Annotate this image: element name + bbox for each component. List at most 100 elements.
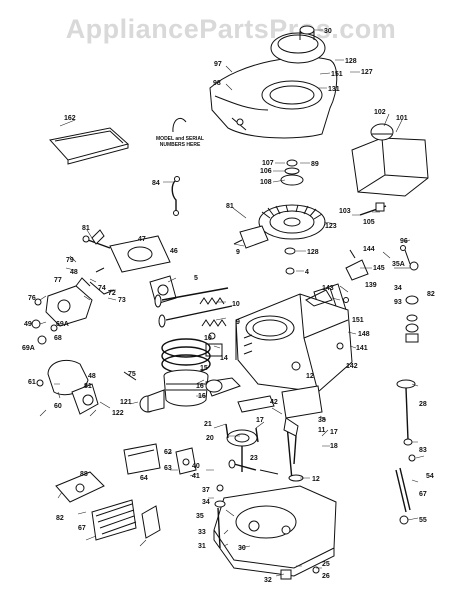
part-label: 10 [232,301,240,308]
part-label: 96 [400,238,408,245]
part-label: 69A [56,321,69,328]
air-filter-pad [49,127,130,165]
part-label: 84 [152,180,160,187]
cylinder-head-cover [305,289,333,307]
serial-note-line-2: NUMBERS HERE [160,142,201,148]
flywheel-nut-stack [280,159,304,186]
part-label: 49 [24,321,32,328]
breather-tube [205,343,223,357]
part-label: 79 [66,257,74,264]
part-label: 93 [394,299,402,306]
part-label: 105 [363,219,375,226]
dipstick-tube [395,454,416,525]
part-label: 145 [373,265,385,272]
part-label: 121 [120,399,132,406]
part-label: 77 [54,277,62,284]
part-label: 41 [192,473,200,480]
part-label: 35 [196,513,204,520]
part-label: 82 [56,515,64,522]
washer [285,267,295,275]
fuel-line [171,179,177,212]
part-label: 5 [194,275,198,282]
part-label: 75 [128,371,136,378]
part-label: 128 [345,58,357,65]
part-label: 143 [322,285,334,292]
governor-linkage [345,245,419,281]
part-label: 102 [374,109,386,116]
part-label: 17 [330,429,338,436]
valve-springs [199,297,227,340]
part-label: 73 [118,297,126,304]
part-label: 123 [325,223,337,230]
part-label: 144 [363,246,375,253]
part-label: 12 [312,476,320,483]
governor-lever [175,447,197,475]
part-label: 69A [22,345,35,352]
part-label: 60 [54,403,62,410]
part-label: 25 [322,561,330,568]
part-label: 40 [192,463,200,470]
valves [154,287,233,328]
part-label: 83 [419,447,427,454]
blower-housing [209,56,338,139]
part-label: 18 [330,443,338,450]
part-label: 20 [206,435,214,442]
screw [312,566,320,574]
throttle-shaft [82,229,111,249]
part-label: 81 [82,225,90,232]
part-label: 139 [365,282,377,289]
oil-sump [213,485,337,577]
part-label: 54 [426,473,434,480]
piston-pin [139,389,165,413]
part-label: 15 [200,365,208,372]
choke-parts [405,295,419,343]
cam-gear [226,429,258,472]
part-label: 127 [361,69,373,76]
part-label: 14 [220,355,228,362]
seal [216,484,224,492]
part-label: 101 [396,115,408,122]
part-label: 23 [250,455,258,462]
part-label: 106 [260,168,272,175]
part-label: 107 [262,160,274,167]
part-label: 82 [427,291,435,298]
part-label: 97 [214,61,222,68]
part-label: 67 [419,491,427,498]
rewind-starter [270,25,326,64]
part-label: 33 [198,529,206,536]
part-label: 72 [108,290,116,297]
part-label: 9 [236,249,240,256]
sump-bolt-head [214,500,226,508]
governor-shaft [228,459,257,471]
piston [163,369,209,407]
part-label: 148 [358,331,370,338]
part-label: 37 [202,487,210,494]
part-label: 67 [78,525,86,532]
part-label: 89 [311,161,319,168]
part-label: 34 [202,499,210,506]
serial-note-line-1: MODEL and SERIAL [156,136,204,142]
part-label: 48 [70,269,78,276]
tappets [225,423,259,443]
timing-gear-link [237,395,275,413]
part-label: 128 [307,249,319,256]
part-label: 47 [138,236,146,243]
cylinder-block [235,293,353,393]
fuel-line-clip [173,210,179,216]
part-label: 38 [318,417,326,424]
rod-bolt [123,371,137,381]
ignition-module [233,225,269,249]
fuel-fitting [375,202,385,212]
part-label: 131 [328,86,340,93]
fuel-line-clip [174,176,180,182]
part-label: 162 [64,115,76,122]
part-label: 62 [164,449,172,456]
flywheel-key [284,247,296,255]
air-cleaner-cover [55,471,105,503]
carb-springs [89,267,115,295]
part-label: 42 [270,399,278,406]
part-label: 151 [352,317,364,324]
breather-assembly [123,443,161,475]
part-label: 12 [306,373,314,380]
part-label: 31 [198,543,206,550]
